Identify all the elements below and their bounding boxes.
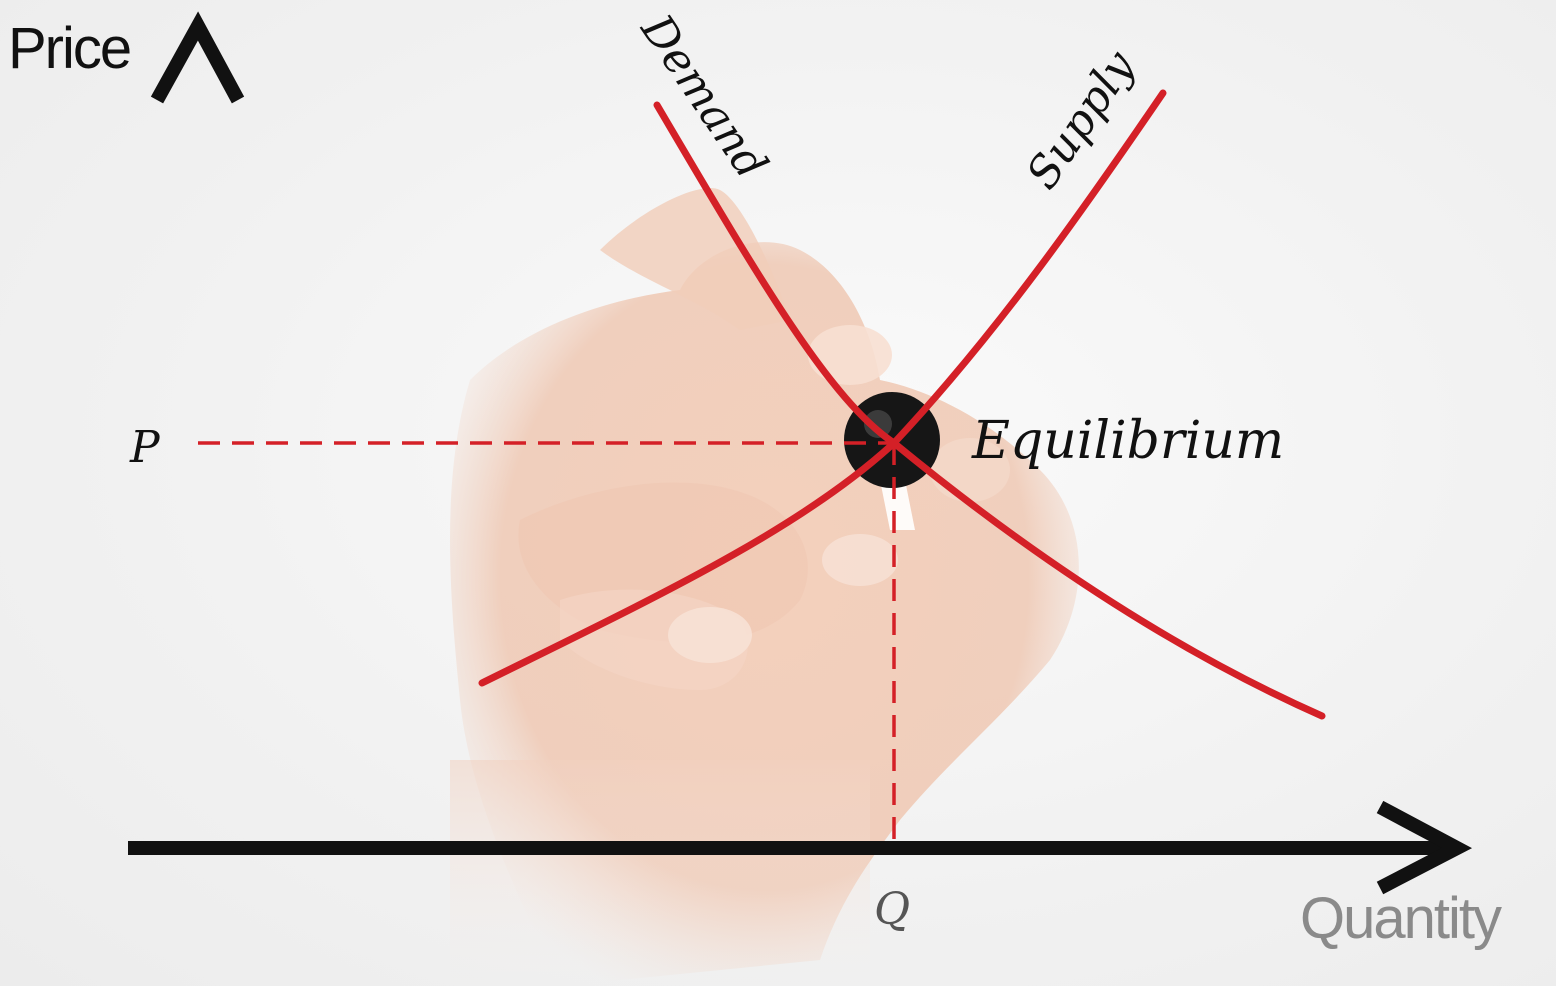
axes [128, 11, 1473, 915]
x-axis-arrowhead-icon [1376, 800, 1473, 895]
guide-lines [198, 441, 896, 848]
demand-label: Demand [630, 5, 777, 188]
hand-illustration [450, 188, 1079, 986]
price-marker-label: P [129, 422, 161, 473]
quantity-marker-label: Q [874, 884, 910, 935]
curves [478, 89, 1326, 720]
supply-curve [478, 89, 1167, 687]
y-axis-title: Price [8, 16, 130, 81]
supply-label: Supply [1017, 41, 1146, 198]
y-axis-arrowhead-icon [150, 11, 245, 104]
equilibrium-label: Equilibrium [971, 411, 1284, 471]
x-axis-title: Quantity [1300, 886, 1502, 951]
